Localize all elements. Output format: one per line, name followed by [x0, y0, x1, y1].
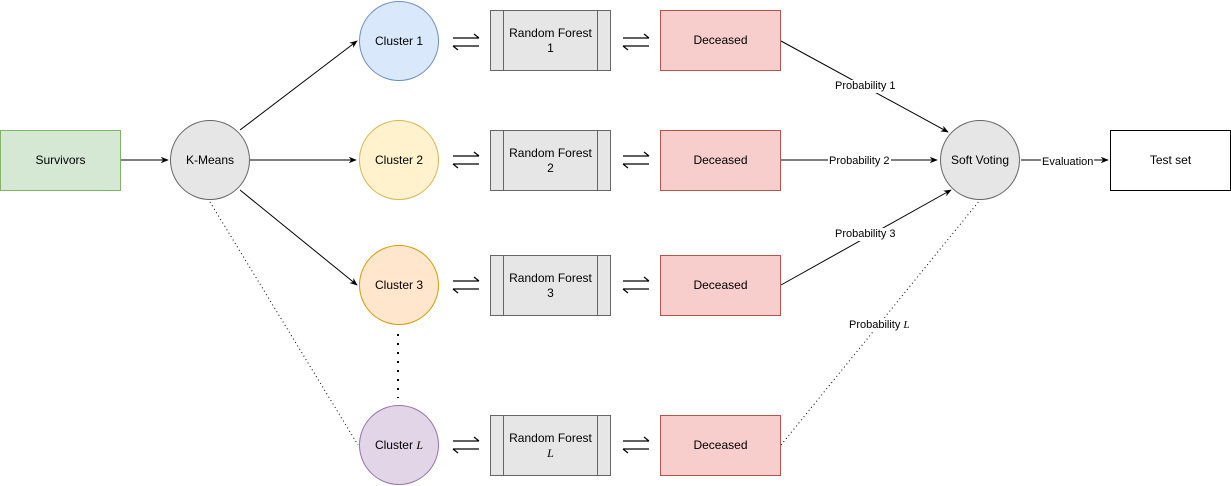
kmeans-label: K-Means [185, 152, 235, 167]
cluster-1-node[interactable]: Cluster 1 [359, 1, 439, 81]
random-forest-3-index: 3 [547, 285, 554, 300]
random-forest-2-index: 2 [547, 160, 554, 175]
deceased-l-label: Deceased [693, 438, 748, 452]
survivors-label: Survivors [35, 153, 86, 167]
probability-3-label: Probability 3 [834, 228, 897, 241]
swap-arrows-icon [452, 276, 480, 294]
edge-kmeans-cluster1 [239, 40, 358, 131]
survivors-node[interactable]: Survivors [0, 130, 121, 191]
swap-arrows-icon [452, 33, 480, 51]
vertical-ellipsis-icon [397, 334, 399, 398]
probability-l-variable: L [903, 319, 910, 331]
cluster-2-node[interactable]: Cluster 2 [359, 120, 439, 200]
deceased-1-node[interactable]: Deceased [660, 10, 781, 71]
random-forest-1-title: Random Forest [509, 25, 592, 40]
cluster-2-label: Cluster 2 [374, 152, 424, 167]
deceased-3-node[interactable]: Deceased [660, 255, 781, 316]
soft-voting-node[interactable]: Soft Voting [940, 120, 1020, 200]
swap-arrows-icon [622, 151, 650, 169]
cluster-l-node[interactable]: Cluster L [359, 405, 439, 485]
edge-kmeans-clusterL [209, 201, 359, 446]
kmeans-node[interactable]: K-Means [170, 120, 250, 200]
soft-voting-label: Soft Voting [950, 152, 1010, 167]
swap-arrows-icon [622, 33, 650, 51]
probability-1-label: Probability 1 [834, 80, 897, 93]
random-forest-l-index: L [547, 445, 554, 460]
cluster-l-variable: L [416, 437, 424, 452]
deceased-2-node[interactable]: Deceased [660, 130, 781, 191]
random-forest-1-index: 1 [547, 40, 554, 55]
evaluation-label: Evaluation [1041, 156, 1095, 169]
swap-arrows-icon [622, 436, 650, 454]
deceased-2-label: Deceased [693, 153, 748, 167]
probability-l-label: Probability L [848, 319, 911, 332]
deceased-l-node[interactable]: Deceased [660, 415, 781, 476]
edge-kmeans-cluster3 [239, 189, 358, 286]
cluster-1-label: Cluster 1 [374, 33, 424, 48]
deceased-1-label: Deceased [693, 33, 748, 47]
edge-deceasedL-softvoting [780, 199, 981, 446]
swap-arrows-icon [622, 276, 650, 294]
random-forest-l-title: Random Forest [509, 430, 592, 445]
probability-l-prefix: Probability [849, 319, 901, 331]
swap-arrows-icon [452, 436, 480, 454]
cluster-3-label: Cluster 3 [374, 277, 424, 292]
random-forest-3-title: Random Forest [509, 270, 592, 285]
probability-2-label: Probability 2 [828, 155, 891, 168]
swap-arrows-icon [452, 151, 480, 169]
random-forest-2-title: Random Forest [509, 145, 592, 160]
cluster-l-prefix: Cluster [374, 437, 413, 452]
cluster-3-node[interactable]: Cluster 3 [359, 245, 439, 325]
deceased-3-label: Deceased [693, 278, 748, 292]
cluster-l-label: Cluster L [375, 438, 423, 453]
test-set-label: Test set [1149, 153, 1192, 167]
test-set-node[interactable]: Test set [1110, 130, 1231, 191]
